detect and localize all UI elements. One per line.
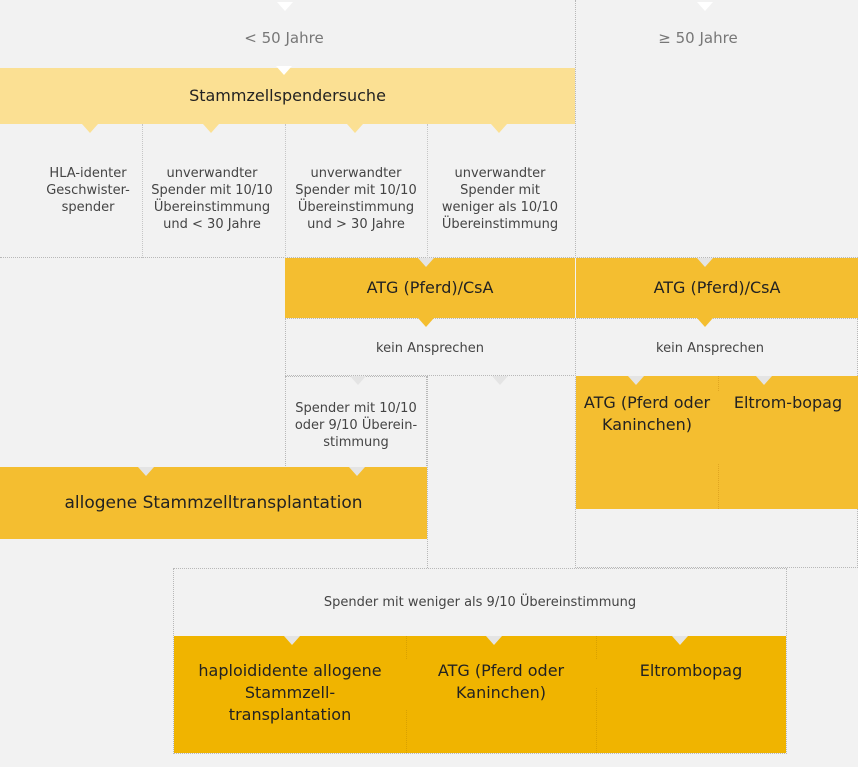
allogeneic-sct: allogene Stammzelltransplantation [0, 467, 427, 539]
bottom-option-haplo: haploididente allogene Stammzell-transpl… [174, 660, 406, 732]
donor-hla-sibling: HLA-identer Geschwister-spender [46, 166, 130, 215]
over50-zone [575, 0, 858, 258]
right-option-atg: ATG (Pferd oder Kaninchen) [576, 392, 718, 464]
match-donor-label: Spender mit 10/10 oder 9/10 Überein-stim… [294, 401, 418, 450]
allo-sct-notch-2 [349, 467, 365, 476]
search-arrow-2 [203, 124, 219, 133]
search-arrow-4 [491, 124, 507, 133]
no-response-left: kein Ansprechen [376, 341, 484, 356]
right-option-notch-2 [756, 376, 772, 385]
atg-csa-right: ATG (Pferd)/CsA [576, 258, 858, 318]
donor-unrelated-over30: unverwandter Spender mit 10/10 Übereinst… [295, 166, 417, 232]
atg-csa-left: ATG (Pferd)/CsA [285, 258, 575, 318]
connector-line [427, 376, 576, 568]
top-notch-left [277, 2, 293, 11]
bottom-option-eltrombopag: Eltrombopag [596, 660, 786, 688]
no-response-left-arrow-1 [350, 376, 366, 385]
bottom-notch-3 [672, 636, 688, 645]
no-response-left-arrow-2 [492, 376, 508, 385]
donor-unrelated-under30: unverwandter Spender mit 10/10 Übereinst… [151, 166, 273, 232]
header-over-50: ≥ 50 Jahre [658, 29, 738, 47]
donor-separator-3 [427, 124, 428, 258]
donor-unrelated-less10: unverwandter Spender mit weniger als 10/… [441, 166, 559, 232]
bottom-notch-2 [486, 636, 502, 645]
atg-left-notch [418, 258, 434, 267]
top-notch-right [697, 2, 713, 11]
atg-left-arrow [418, 318, 434, 327]
bottom-notch-1 [284, 636, 300, 645]
allo-sct-notch-1 [138, 467, 154, 476]
search-notch [276, 66, 292, 75]
donor-separator-2 [285, 124, 286, 258]
low-match-label: Spender mit weniger als 9/10 Übereinstim… [323, 595, 637, 610]
search-arrow-3 [347, 124, 363, 133]
search-arrow-1 [82, 124, 98, 133]
stem-cell-donor-search: Stammzellspendersuche [0, 68, 575, 124]
low-match-zone [173, 568, 787, 754]
bottom-option-atg: ATG (Pferd oder Kaninchen) [406, 660, 596, 710]
right-option-eltrombopag: Eltrom-bopag [718, 392, 858, 464]
right-option-notch-1 [628, 376, 644, 385]
header-under-50: < 50 Jahre [244, 29, 324, 47]
atg-right-arrow [697, 318, 713, 327]
donor-separator-1 [142, 124, 143, 258]
atg-right-notch [697, 258, 713, 267]
no-response-right: kein Ansprechen [656, 341, 764, 356]
bottom-separator-2 [596, 636, 597, 753]
